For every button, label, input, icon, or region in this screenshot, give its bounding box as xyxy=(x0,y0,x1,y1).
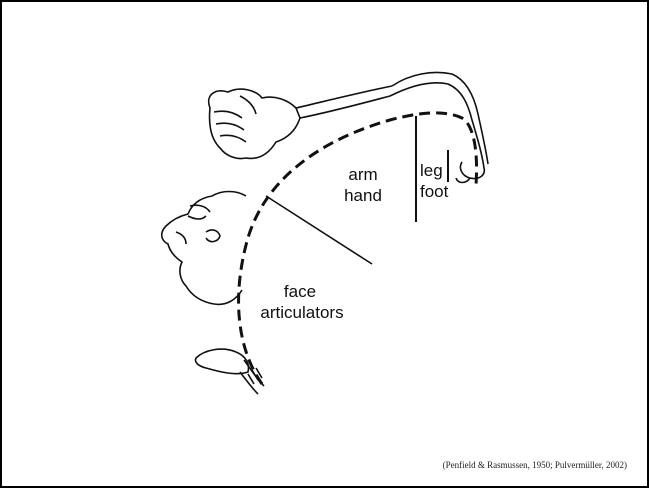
leg-label: leg xyxy=(420,161,443,181)
face-drawing xyxy=(162,192,246,305)
arm-label: arm xyxy=(338,165,388,185)
tongue-drawing xyxy=(195,349,264,394)
hand-drawing xyxy=(209,86,392,159)
face-label: face xyxy=(265,282,335,302)
citation-text: (Penfield & Rasmussen, 1950; Pulvermülle… xyxy=(443,460,627,470)
foot-label: foot xyxy=(420,182,448,202)
articulators-label: articulators xyxy=(248,303,356,323)
face-divider-line xyxy=(266,196,372,264)
cortex-arc xyxy=(239,113,477,384)
hand-label: hand xyxy=(333,186,393,206)
